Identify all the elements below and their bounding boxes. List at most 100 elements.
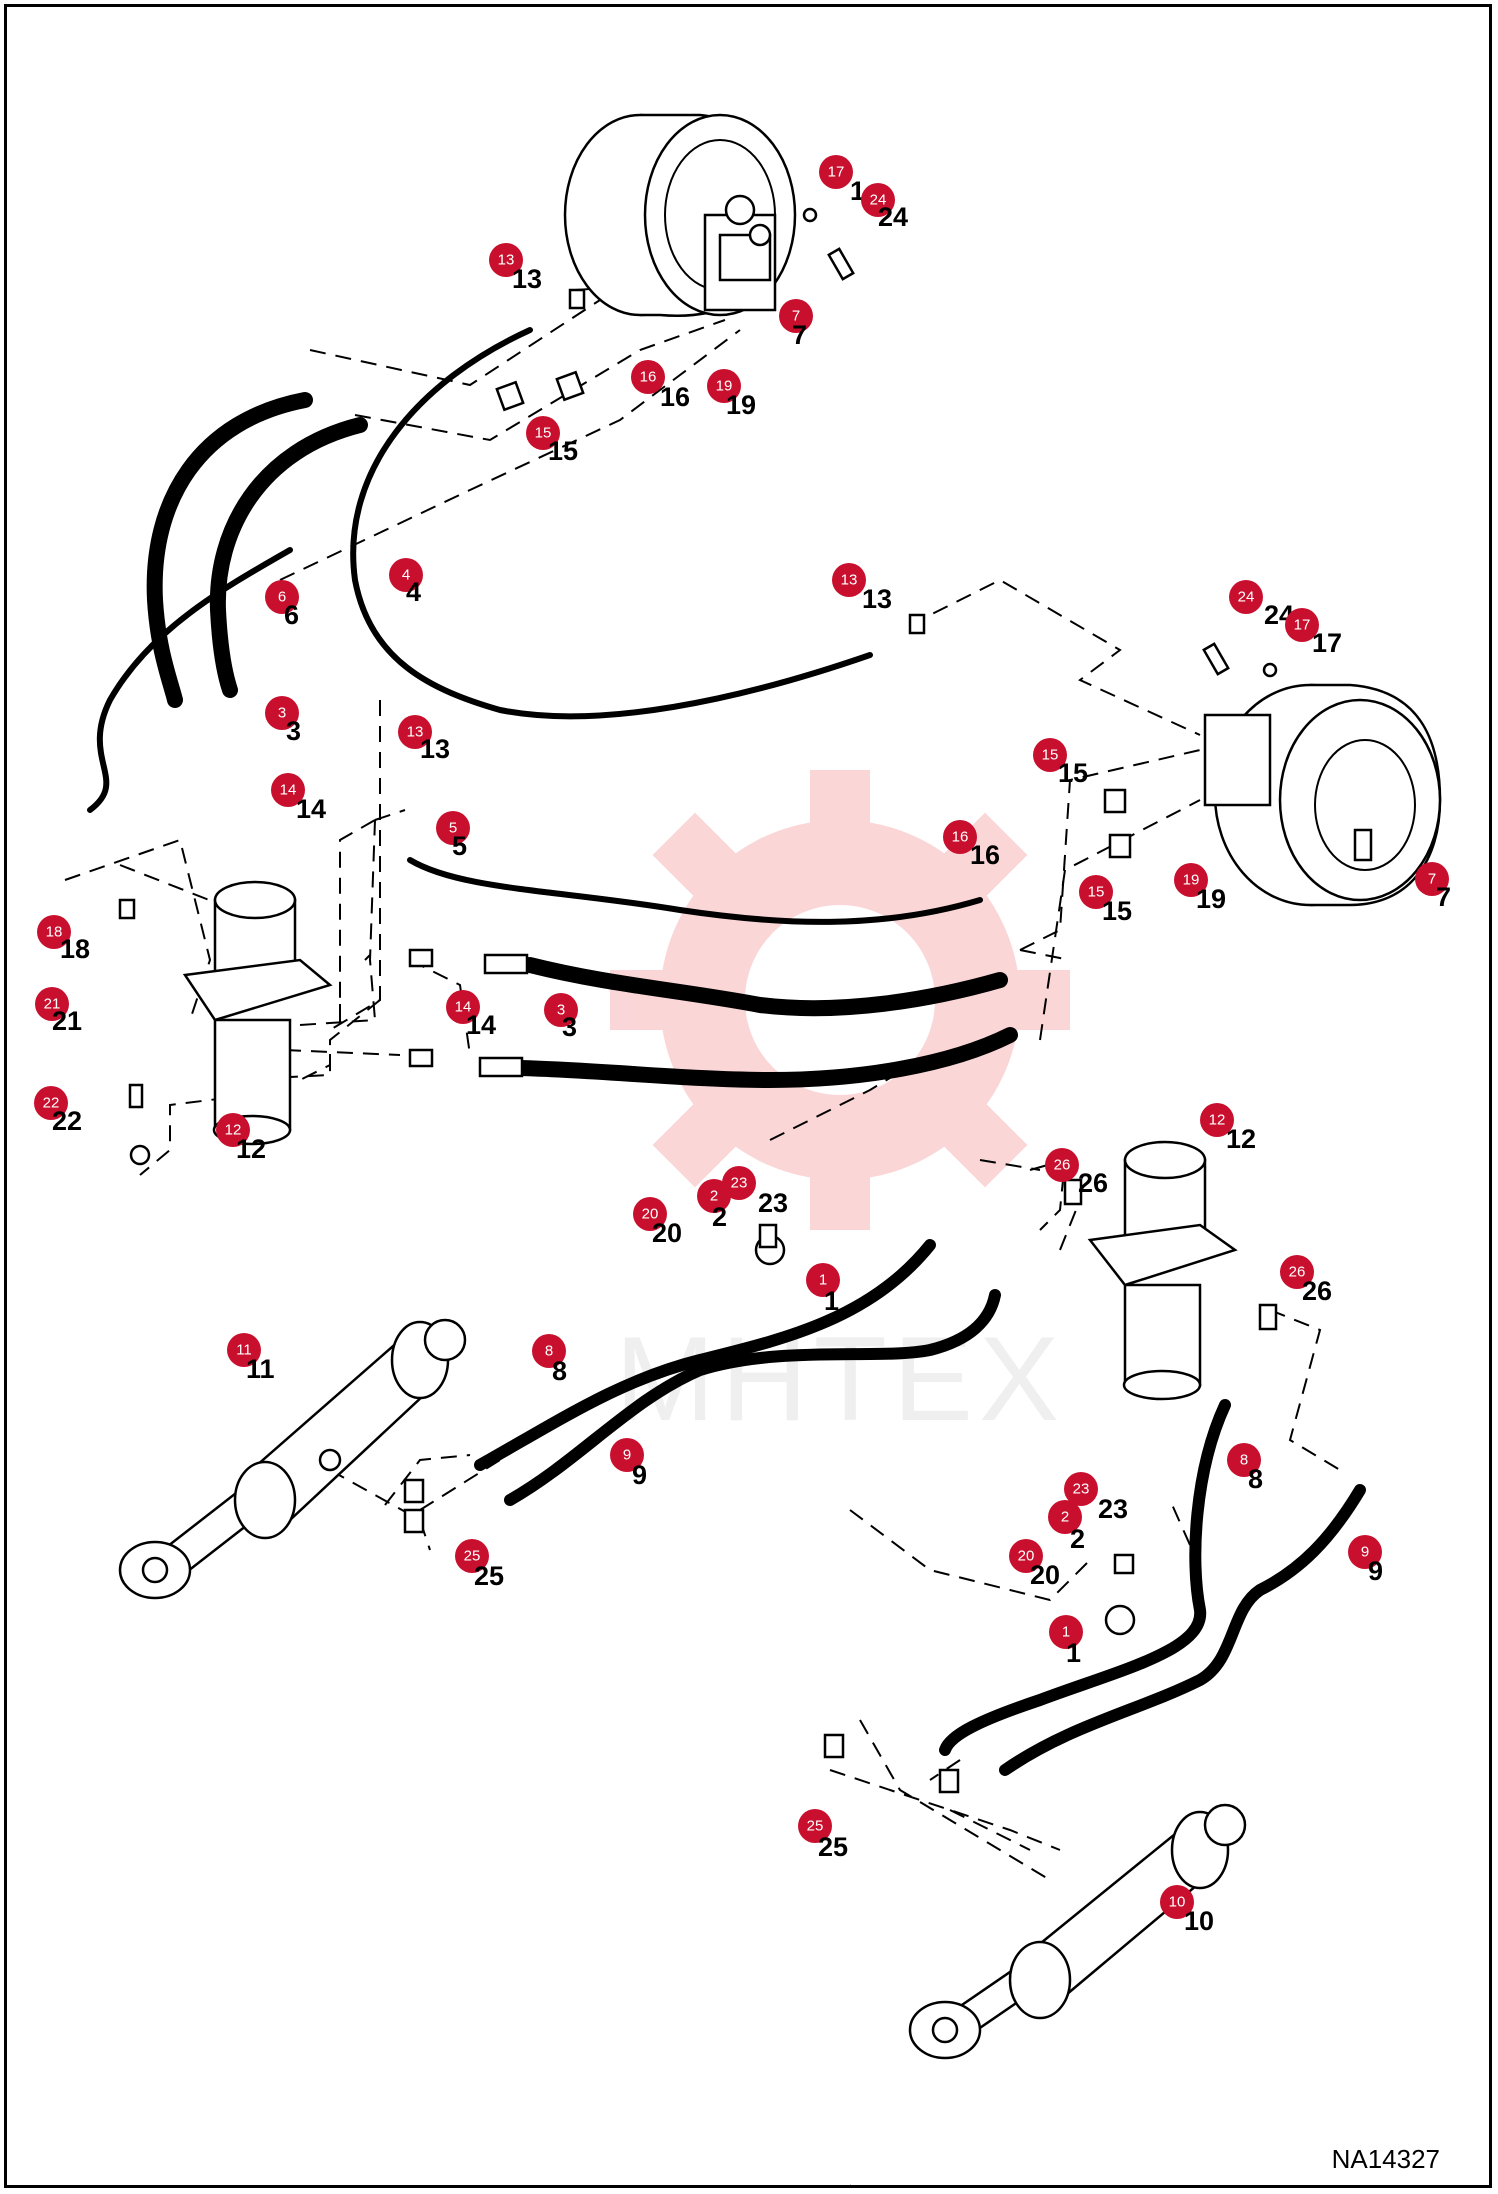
callout-9: 99 bbox=[610, 1438, 647, 1490]
callout-badge bbox=[806, 1263, 840, 1297]
callout-label: 19 bbox=[726, 390, 756, 420]
callout-badge-number: 10 bbox=[1169, 1894, 1186, 1911]
callout-badge-number: 26 bbox=[1289, 1264, 1306, 1281]
callout-label: 22 bbox=[52, 1106, 82, 1136]
callout-badge-number: 13 bbox=[407, 724, 424, 741]
hose-9-left bbox=[504, 1289, 1001, 1506]
callout-badge-number: 19 bbox=[1183, 872, 1200, 889]
callout-9: 99 bbox=[1348, 1535, 1383, 1586]
callout-badge bbox=[1174, 863, 1208, 897]
callout-8: 88 bbox=[532, 1334, 567, 1386]
callout-label: 7 bbox=[1436, 882, 1451, 912]
callout-badge-number: 25 bbox=[464, 1548, 481, 1565]
callout-badge-number: 9 bbox=[623, 1447, 631, 1464]
callout-badge-number: 25 bbox=[807, 1818, 824, 1835]
cylinder-11 bbox=[118, 1318, 467, 1600]
callout-badge-number: 3 bbox=[557, 1002, 565, 1019]
hose-8-right bbox=[939, 1399, 1231, 1756]
callout-label: 14 bbox=[296, 794, 326, 824]
callout-badge bbox=[398, 715, 432, 749]
callout-badge-number: 8 bbox=[1240, 1452, 1248, 1469]
callout-label: 8 bbox=[552, 1356, 567, 1386]
callout-badge-number: 22 bbox=[43, 1095, 60, 1112]
callout-8: 88 bbox=[1227, 1443, 1263, 1494]
callout-badge-number: 9 bbox=[1361, 1544, 1369, 1561]
callout-badge-number: 12 bbox=[225, 1122, 242, 1139]
callout-label: 9 bbox=[632, 1460, 647, 1490]
callout-label: 13 bbox=[512, 264, 542, 294]
callout-badge bbox=[943, 820, 977, 854]
callout-label: 1 bbox=[824, 1286, 839, 1316]
callout-label: 5 bbox=[452, 831, 467, 861]
callout-badge bbox=[265, 696, 299, 730]
callout-label: 26 bbox=[1302, 1276, 1332, 1306]
callout-badge bbox=[798, 1809, 832, 1843]
callout-badge-number: 1 bbox=[1062, 1624, 1070, 1641]
callout-label: 23 bbox=[758, 1188, 788, 1218]
callout-badge-number: 20 bbox=[1018, 1548, 1035, 1565]
callout-label: 25 bbox=[818, 1832, 848, 1862]
callout-badge bbox=[1160, 1885, 1194, 1919]
callout-label: 15 bbox=[1058, 758, 1088, 788]
callout-2: 22 bbox=[1048, 1500, 1085, 1554]
callout-3: 33 bbox=[544, 993, 578, 1042]
callout-1: 11 bbox=[806, 1263, 840, 1316]
callout-badge-number: 13 bbox=[841, 572, 858, 589]
callout-7: 77 bbox=[1415, 862, 1451, 912]
callout-label: 18 bbox=[60, 934, 90, 964]
callout-badge bbox=[631, 360, 665, 394]
callout-badge bbox=[265, 580, 299, 614]
callout-badge bbox=[633, 1197, 667, 1231]
callout-badge bbox=[227, 1333, 261, 1367]
callout-badge-number: 14 bbox=[455, 999, 472, 1016]
callout-badge-number: 2 bbox=[710, 1188, 718, 1205]
callout-badge bbox=[1229, 580, 1263, 614]
callout-badge-number: 3 bbox=[278, 705, 286, 722]
callout-badge-number: 12 bbox=[1209, 1112, 1226, 1129]
callout-badge-number: 17 bbox=[1294, 617, 1311, 634]
callout-label: 7 bbox=[792, 320, 807, 350]
callout-badge bbox=[1045, 1148, 1079, 1182]
cylinder-10 bbox=[908, 1803, 1247, 2060]
drive-motor-top bbox=[563, 113, 797, 317]
callout-badge-number: 16 bbox=[952, 829, 969, 846]
callout-badge bbox=[526, 416, 560, 450]
callout-badge bbox=[1064, 1472, 1098, 1506]
callout-label: 10 bbox=[1184, 1906, 1214, 1936]
hoses bbox=[87, 327, 1366, 1776]
hose-8-left bbox=[474, 1239, 936, 1471]
callout-badge-number: 1 bbox=[819, 1272, 827, 1289]
drive-motor-right bbox=[1203, 683, 1442, 907]
callout-badge bbox=[436, 811, 470, 845]
callout-label: 11 bbox=[246, 1354, 275, 1384]
callout-badge bbox=[697, 1179, 731, 1213]
callout-badge bbox=[1200, 1103, 1234, 1137]
callout-label: 20 bbox=[652, 1218, 682, 1248]
callout-badge-number: 13 bbox=[498, 252, 515, 269]
callout-label: 3 bbox=[562, 1012, 577, 1042]
callout-badge bbox=[216, 1113, 250, 1147]
callout-label: 20 bbox=[1030, 1560, 1060, 1590]
callout-17: 171 bbox=[819, 155, 865, 206]
callout-badge-number: 14 bbox=[280, 782, 297, 799]
hose-3-mid-a bbox=[522, 957, 1008, 1017]
callout-label: 13 bbox=[420, 734, 450, 764]
callout-badge bbox=[389, 558, 423, 592]
callout-2: 22 bbox=[697, 1179, 731, 1232]
hose-3-upper-a bbox=[146, 392, 313, 708]
callout-badge-number: 20 bbox=[642, 1206, 659, 1223]
callout-1: 11 bbox=[1049, 1615, 1083, 1668]
